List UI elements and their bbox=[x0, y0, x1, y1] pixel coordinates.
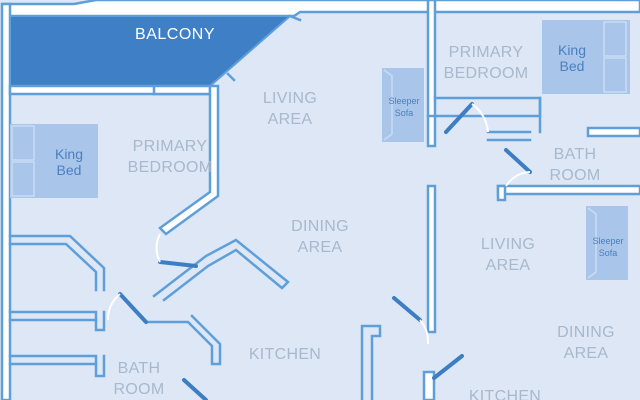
door-swing bbox=[155, 233, 161, 263]
sleeper-sofa-label: Sleeper Sofa bbox=[588, 235, 628, 259]
room-label-line: AREA bbox=[485, 257, 531, 274]
room-label-line: AREA bbox=[563, 345, 609, 362]
furniture-label-line: Sleeper bbox=[388, 96, 420, 106]
pillow bbox=[11, 161, 35, 197]
primary-bedroom-label: PRIMARY BEDROOM bbox=[436, 42, 536, 84]
room-label-line: ROOM bbox=[113, 381, 165, 398]
right-unit-wall bbox=[426, 96, 542, 118]
room-label-line: BEDROOM bbox=[443, 65, 529, 82]
room-label-line: LIVING bbox=[262, 90, 318, 107]
sleeper-sofa bbox=[382, 68, 424, 142]
furniture-label-line: King bbox=[557, 42, 587, 58]
room-label-line: BATH bbox=[117, 360, 161, 377]
kitchen-label: KITCHEN bbox=[468, 388, 542, 400]
door-leaf bbox=[392, 296, 422, 322]
room-label-line: AREA bbox=[297, 239, 343, 256]
pillow bbox=[603, 57, 627, 93]
dining-area-label: DINING AREA bbox=[280, 216, 360, 258]
center-wall bbox=[426, 184, 437, 334]
closet-wall bbox=[8, 354, 106, 378]
door-swing bbox=[419, 319, 430, 345]
balcony-rail bbox=[288, 14, 302, 22]
room-label-line: PRIMARY bbox=[132, 138, 208, 155]
door-swing bbox=[505, 171, 531, 187]
sleeper-sofa-label: Sleeper Sofa bbox=[384, 95, 424, 119]
door-leaf bbox=[182, 378, 208, 400]
door-leaf bbox=[444, 102, 474, 134]
room-label-line: BATH bbox=[553, 146, 597, 163]
king-bed-label: King Bed bbox=[44, 146, 94, 178]
room-label-line: ROOM bbox=[549, 167, 601, 184]
kitchen-wall bbox=[146, 314, 222, 366]
closet-wall bbox=[8, 310, 106, 332]
right-unit-west-wall bbox=[426, 0, 437, 148]
bath-room-label: BATH ROOM bbox=[104, 358, 174, 400]
bedroom-south-wall bbox=[8, 234, 106, 292]
door-leaf bbox=[158, 260, 198, 268]
room-label-line: DINING bbox=[557, 324, 615, 341]
bath-room-label: BATH ROOM bbox=[540, 144, 610, 186]
balcony-label: BALCONY bbox=[135, 26, 215, 43]
bedroom-east-wall bbox=[158, 84, 220, 236]
wall-under-balcony bbox=[152, 84, 212, 96]
primary-bedroom-label: PRIMARY BEDROOM bbox=[110, 136, 230, 178]
furniture-label-line: Sofa bbox=[394, 108, 414, 118]
furniture-label-line: Sleeper bbox=[592, 236, 624, 246]
outer-wall-left bbox=[0, 2, 12, 400]
sleeper-sofa bbox=[586, 206, 628, 280]
kitchen-wall bbox=[152, 238, 290, 302]
bath-2-wall bbox=[496, 184, 640, 196]
door-swing bbox=[106, 293, 121, 321]
living-area-label: LIVING AREA bbox=[468, 234, 548, 276]
king-bed bbox=[542, 20, 630, 94]
room-label-line: BEDROOM bbox=[127, 159, 213, 176]
pillow bbox=[11, 125, 35, 161]
door-swing bbox=[471, 103, 489, 133]
furniture-label-line: Sofa bbox=[598, 248, 618, 258]
kitchen-2-wall bbox=[422, 370, 436, 400]
room-label-line: LIVING bbox=[480, 236, 536, 253]
sofa-outline bbox=[383, 69, 393, 141]
furniture-label-line: Bed bbox=[56, 162, 82, 178]
furniture-label-line: Bed bbox=[559, 58, 585, 74]
furniture-label-line: King bbox=[54, 146, 84, 162]
balcony-rail bbox=[226, 72, 236, 82]
room-label-line: DINING bbox=[291, 218, 349, 235]
door-leaf bbox=[432, 354, 464, 380]
living-area-label: LIVING AREA bbox=[250, 88, 330, 130]
king-bed bbox=[10, 124, 98, 198]
bedroom-south-wall bbox=[8, 242, 98, 292]
dining-area-label: DINING AREA bbox=[546, 322, 626, 364]
sofa-outline bbox=[587, 207, 597, 279]
pillow bbox=[603, 21, 627, 57]
room-label-line: PRIMARY bbox=[448, 44, 524, 61]
center-wall bbox=[360, 324, 382, 400]
outer-wall-top bbox=[2, 0, 640, 18]
bath-2-wall bbox=[496, 184, 507, 202]
door-leaf bbox=[118, 292, 148, 324]
bath-2-wall bbox=[586, 126, 640, 138]
door-leaf bbox=[504, 148, 532, 174]
kitchen-label: KITCHEN bbox=[248, 346, 322, 363]
king-bed-label: King Bed bbox=[547, 42, 597, 74]
room-label-line: AREA bbox=[267, 111, 313, 128]
